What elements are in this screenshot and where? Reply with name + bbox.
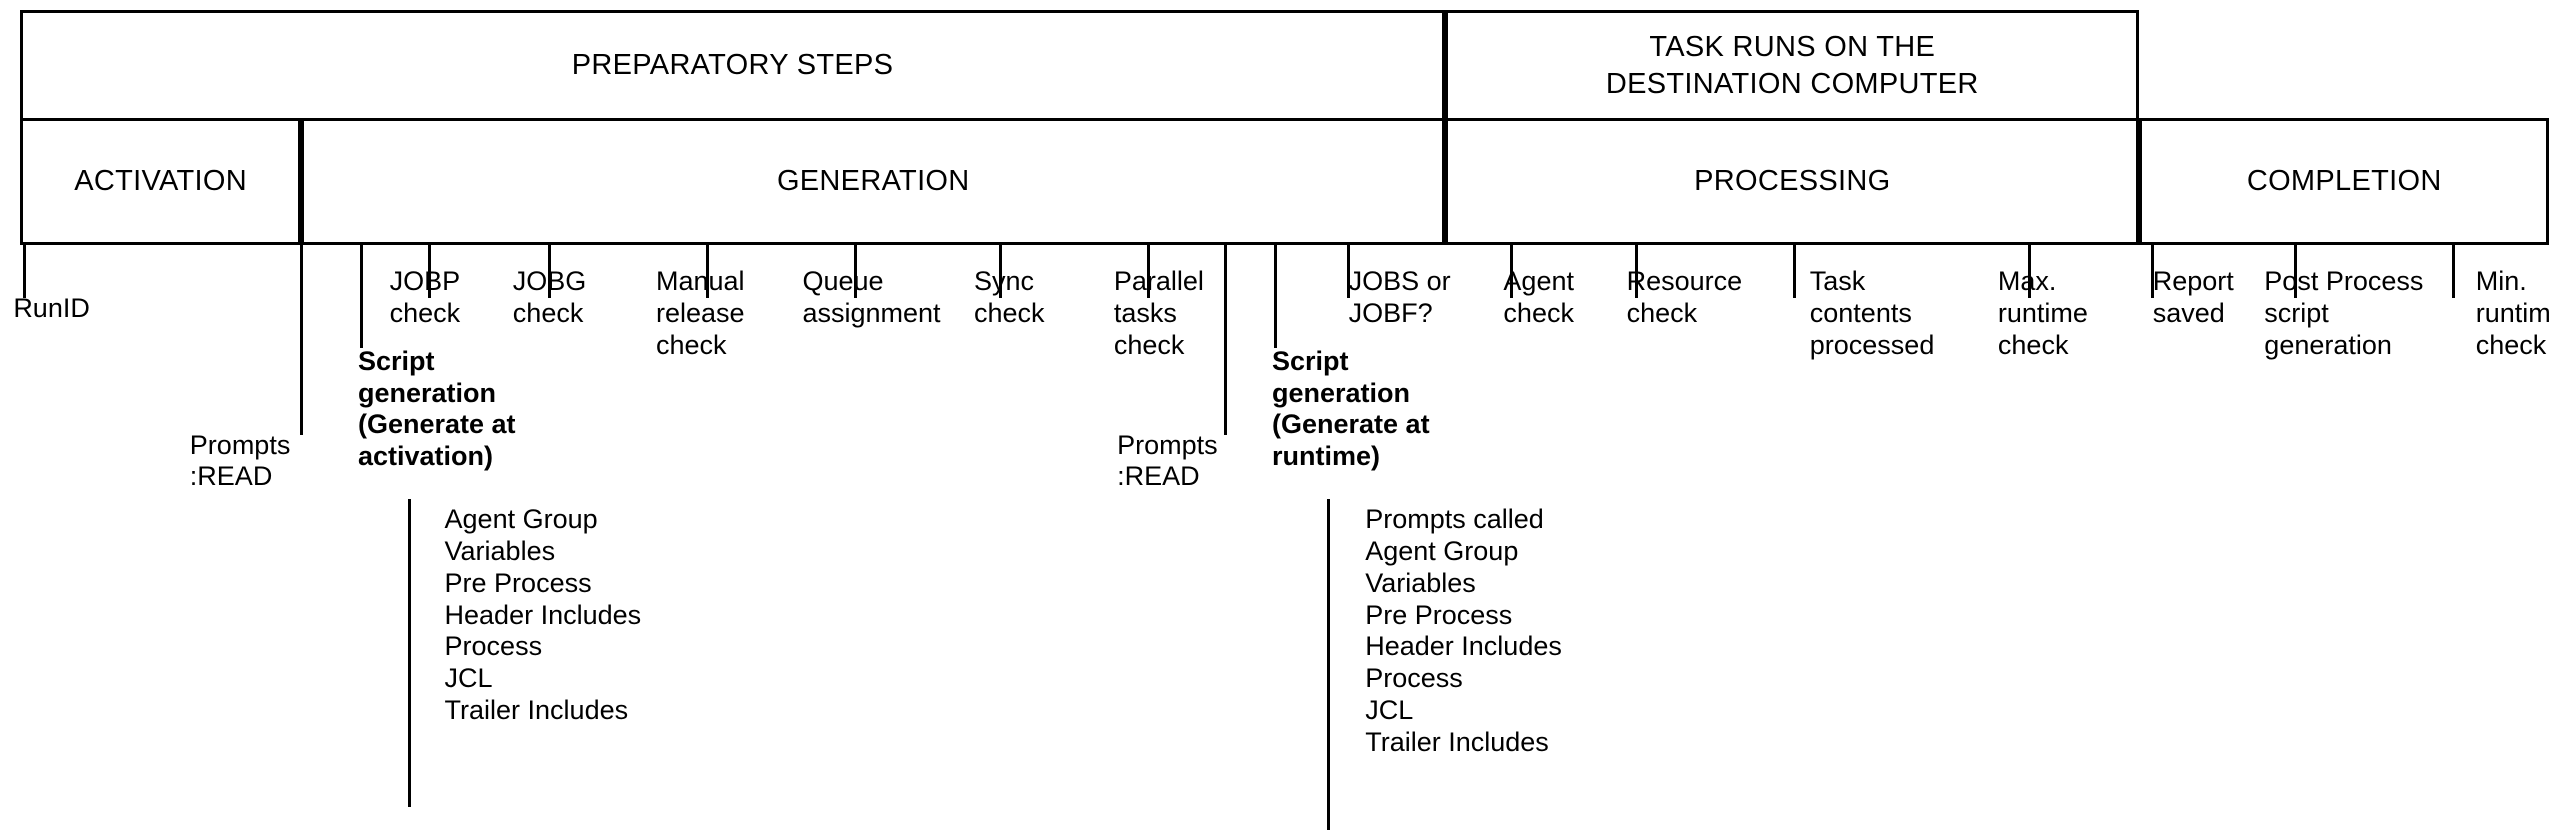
sublist-item[interactable]: JCL (1365, 694, 1414, 725)
band-completion[interactable]: COMPLETION (2139, 118, 2549, 245)
tick-resource-check (1634, 244, 1638, 298)
sublist-item[interactable]: Prompts called (1365, 504, 1544, 535)
sublist-item[interactable]: Header Includes (1365, 631, 1562, 662)
bracket-script-generation-runtime-items (1326, 499, 1330, 830)
sublist-item[interactable]: Pre Process (1365, 599, 1513, 630)
sublist-item[interactable]: Agent Group (444, 504, 598, 535)
band-label-activation: ACTIVATION (74, 164, 247, 197)
band-label-completion: COMPLETION (2246, 164, 2442, 197)
tick-jobg-check (547, 244, 551, 298)
tick-min-runtime-check (2452, 244, 2456, 298)
band-label-processing: PROCESSING (1694, 164, 1891, 197)
step-label-agent-check[interactable]: Agent check (1503, 266, 1574, 328)
tick-prompts-read-generation (1223, 244, 1227, 435)
step-label-max-runtime-check[interactable]: Max. runtime check (1997, 266, 2088, 360)
sublist-item[interactable]: Variables (444, 536, 556, 567)
step-label-post-process-script-generation[interactable]: Post Process script generation (2264, 266, 2424, 360)
band-task-runs-destination: TASK RUNS ON THE DESTINATION COMPUTER (1445, 9, 2140, 122)
bracket-script-generation-activation-items (407, 499, 411, 808)
tick-parallel-tasks-check (1147, 244, 1151, 298)
band-label-task-runs-destination: TASK RUNS ON THE DESTINATION COMPUTER (1605, 30, 1979, 100)
tick-prompts-read-activation (299, 244, 303, 435)
tick-runid (23, 244, 27, 298)
step-label-queue-assignment[interactable]: Queue assignment (802, 266, 941, 328)
band-activation[interactable]: ACTIVATION (19, 118, 302, 245)
step-label-sync-check[interactable]: Sync check (973, 266, 1045, 328)
sublist-item[interactable]: Process (1365, 663, 1463, 694)
sublist-item[interactable]: Variables (1365, 567, 1476, 598)
step-label-prompts-read-activation[interactable]: Prompts :READ (189, 429, 291, 492)
band-preparatory-steps: PREPARATORY STEPS (19, 9, 1446, 122)
sublist-item[interactable]: JCL (444, 663, 493, 694)
tick-queue-assignment (854, 244, 858, 298)
tick-script-generation-activation (359, 244, 363, 348)
tick-manual-release-check (705, 244, 709, 298)
step-label-min-runtime-check[interactable]: Min. runtime check (2475, 266, 2549, 360)
band-label-generation: GENERATION (776, 164, 970, 197)
step-label-task-contents-processed[interactable]: Task contents processed (1809, 266, 1935, 360)
sublist-item[interactable]: Process (444, 631, 543, 662)
step-label-jobg-check[interactable]: JOBG check (512, 266, 587, 328)
tick-script-generation-runtime (1273, 244, 1277, 348)
tick-report-saved (2151, 244, 2155, 298)
tick-sync-check (998, 244, 1002, 298)
tick-task-contents-processed (1793, 244, 1797, 298)
step-label-jobp-check[interactable]: JOBP check (389, 266, 461, 328)
step-label-manual-release-check[interactable]: Manual release check (655, 266, 745, 360)
tick-jobs-or-jobf (1346, 244, 1350, 298)
step-label-runid[interactable]: RunID (13, 293, 90, 324)
step-label-jobs-or-jobf[interactable]: JOBS or JOBF? (1348, 266, 1451, 328)
tick-jobp-check (427, 244, 431, 298)
step-label-resource-check[interactable]: Resource check (1626, 266, 1743, 328)
band-label-preparatory-steps: PREPARATORY STEPS (571, 49, 894, 82)
step-label-prompts-read-generation[interactable]: Prompts :READ (1117, 429, 1218, 492)
sublist-item[interactable]: Pre Process (444, 567, 592, 598)
step-label-report-saved[interactable]: Report saved (2152, 266, 2234, 328)
step-label-script-generation-activation[interactable]: Script generation (Generate at activatio… (357, 346, 516, 472)
sublist-item[interactable]: Trailer Includes (444, 694, 629, 725)
band-generation[interactable]: GENERATION (301, 118, 1446, 245)
tick-max-runtime-check (2027, 244, 2031, 298)
step-label-script-generation-runtime[interactable]: Script generation (Generate at runtime) (1272, 346, 1430, 472)
tick-agent-check (1510, 244, 1514, 298)
band-processing[interactable]: PROCESSING (1445, 118, 2140, 245)
step-label-parallel-tasks-check[interactable]: Parallel tasks check (1113, 266, 1204, 360)
sublist-item[interactable]: Agent Group (1365, 536, 1519, 567)
tick-post-process-script-generation (2294, 244, 2298, 298)
sublist-item[interactable]: Header Includes (444, 599, 642, 630)
sublist-item[interactable]: Trailer Includes (1365, 726, 1549, 757)
